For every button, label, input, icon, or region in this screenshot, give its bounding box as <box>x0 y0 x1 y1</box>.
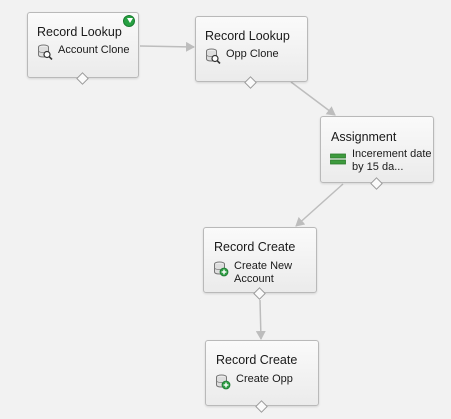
connector-port[interactable] <box>369 177 383 190</box>
flow-element-create-opp[interactable]: Record Create Create Opp <box>205 340 319 413</box>
element-type-label: Record Lookup <box>37 25 122 39</box>
start-element-icon <box>123 15 135 27</box>
element-name-label: Account Clone <box>58 44 130 56</box>
element-name-label: Create Opp <box>236 373 293 385</box>
connector-port[interactable] <box>75 72 89 85</box>
connector-account-to-opp[interactable] <box>139 41 195 52</box>
record-lookup-icon <box>206 48 221 64</box>
connector-create-account-to-create-opp[interactable] <box>255 299 266 340</box>
connector-port[interactable] <box>244 76 257 89</box>
flow-element-create-new-account[interactable]: Record Create Create New Account <box>203 227 317 300</box>
element-name-label: Opp Clone <box>226 48 279 60</box>
flow-element-account-clone[interactable]: Record Lookup Account Clone <box>27 12 139 85</box>
element-type-label: Record Create <box>216 353 298 367</box>
element-type-label: Record Create <box>214 240 296 254</box>
element-name-label: Incerement date by 15 da... <box>352 148 432 173</box>
record-create-icon <box>214 261 229 277</box>
record-lookup-icon <box>38 44 53 60</box>
element-type-label: Record Lookup <box>205 29 290 43</box>
connector-assignment-to-create-account[interactable] <box>295 183 344 227</box>
flow-element-increment-date[interactable]: Assignment Incerement date by 15 da... <box>320 116 434 190</box>
element-type-label: Assignment <box>331 130 397 144</box>
connector-port[interactable] <box>254 400 268 413</box>
element-name-label: Create New Account <box>234 260 293 285</box>
record-create-icon <box>216 374 231 390</box>
connector-port[interactable] <box>252 287 266 300</box>
assignment-icon <box>330 153 346 165</box>
flow-element-opp-clone[interactable]: Record Lookup Opp Clone <box>195 16 308 89</box>
connector-opp-to-assignment[interactable] <box>290 81 336 116</box>
